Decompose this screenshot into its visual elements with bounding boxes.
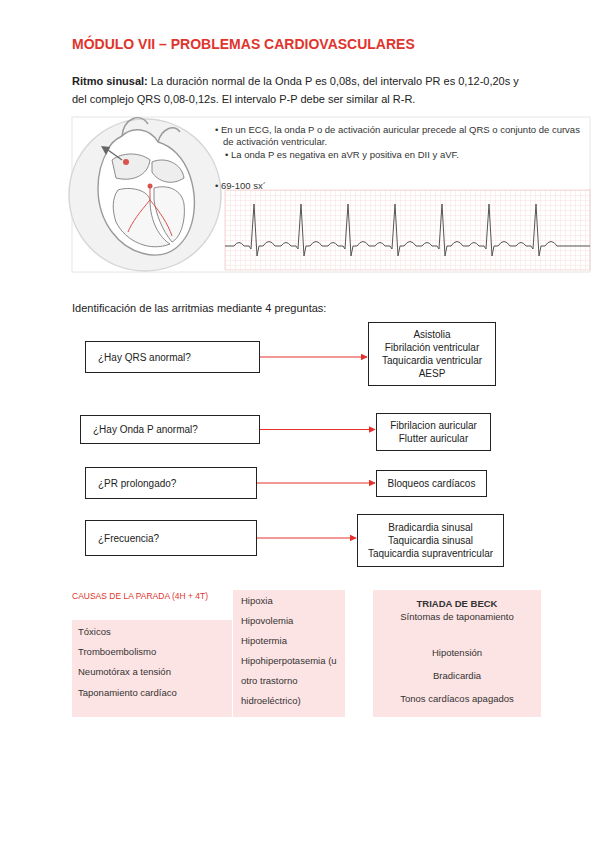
box-text: Hipotensión xyxy=(373,645,541,661)
bullet-note: • En un ECG, la onda P o de activación a… xyxy=(215,124,587,148)
question-box: ¿Hay Onda P anormal? xyxy=(80,415,260,444)
box-text: Bradicardia sinusal xyxy=(388,521,473,534)
box-text: Asistolia xyxy=(413,328,450,341)
box-heading: TRIADA DE BECK xyxy=(373,596,541,612)
question-box: ¿Frecuencia? xyxy=(85,520,257,556)
arrow-connector xyxy=(257,483,375,484)
box-text: Flutter auricular xyxy=(399,432,468,445)
section-label: Identificación de las arritmias mediante… xyxy=(72,302,472,314)
box-text: Bradicardia xyxy=(373,668,541,684)
pointer-head xyxy=(101,146,110,155)
ecg-grid xyxy=(225,190,590,270)
heart-vessels xyxy=(122,118,180,142)
box-text: AESP xyxy=(419,367,446,380)
box-text: ¿Hay Onda P anormal? xyxy=(93,424,259,435)
box-text: Taquicardia supraventricular xyxy=(368,547,493,560)
box-heading: CAUSAS DE LA PARADA (4H + 4T) xyxy=(72,586,208,606)
bullet-note: • La onda P es negativa en aVR y positiv… xyxy=(225,149,587,161)
sinus-node xyxy=(123,159,129,165)
av-node xyxy=(148,184,153,189)
box-text: Fibrilacion auricular xyxy=(390,419,477,432)
triad-box: TRIADA DE BECKSíntomas de taponamientoHi… xyxy=(373,590,541,717)
box-text: Tromboembolismo xyxy=(78,642,156,662)
box-text: Taquicardia sinusal xyxy=(388,534,473,547)
box-text: Fibrilación ventricular xyxy=(385,341,479,354)
section-heading: Ritmo sinusal: xyxy=(72,75,148,87)
heart-outline xyxy=(98,130,194,255)
answer-box: Bradicardia sinusalTaquicardia sinusalTa… xyxy=(357,514,504,567)
connector-layer xyxy=(257,357,375,538)
heart-backdrop xyxy=(69,119,221,271)
arrow-connector xyxy=(260,357,367,358)
arrow-connector xyxy=(257,538,356,539)
box-text: Hipohiperpotasemia (u otro trastorno hid… xyxy=(241,651,341,711)
arrow-connector xyxy=(260,429,375,430)
causes-box: CAUSAS DE LA PARADA (4H + 4T)TóxicosTrom… xyxy=(72,620,232,717)
box-text: Taponamiento cardíaco xyxy=(78,683,177,703)
question-box: ¿Hay QRS anormal? xyxy=(85,341,260,373)
ventricle xyxy=(113,188,170,246)
box-text: ¿Hay QRS anormal? xyxy=(98,352,259,363)
atrium xyxy=(152,160,184,182)
image-frame xyxy=(72,117,590,272)
paragraph: Ritmo sinusal: La duración normal de la … xyxy=(72,72,534,108)
atrium xyxy=(112,154,150,179)
box-text: Hipovolemia xyxy=(241,611,341,631)
ventricle xyxy=(154,187,184,242)
box-text: Tonos cardíacos apagados xyxy=(373,691,541,707)
box-text: Tóxicos xyxy=(78,622,111,642)
answer-box: Fibrilacion auricularFlutter auricular xyxy=(376,413,491,451)
box-text: Bloqueos cardíacos xyxy=(388,477,476,490)
box-text: Hipotermia xyxy=(241,631,341,651)
box-text: Taquicardia ventricular xyxy=(382,354,482,367)
box-text: Síntomas de taponamiento xyxy=(373,609,541,625)
box-text: Neumotórax a tensión xyxy=(78,662,171,682)
pointer-line xyxy=(108,150,122,160)
page-title: MÓDULO VII – PROBLEMAS CARDIOVASCULARES xyxy=(72,36,415,52)
box-text: ¿Frecuencia? xyxy=(98,533,256,544)
answer-box: Bloqueos cardíacos xyxy=(376,470,487,497)
answer-box: AsistoliaFibrilación ventricularTaquicar… xyxy=(368,322,496,386)
causes-box: HipoxiaHipovolemiaHipotermiaHipohiperpot… xyxy=(233,590,345,717)
bullet-note: • 69-100 sx´ xyxy=(215,180,415,192)
box-text: Hipoxia xyxy=(241,591,341,611)
question-box: ¿PR prolongado? xyxy=(85,467,257,499)
box-text: ¿PR prolongado? xyxy=(98,478,256,489)
ecg-trace xyxy=(225,204,590,256)
conduction-path xyxy=(128,186,172,236)
